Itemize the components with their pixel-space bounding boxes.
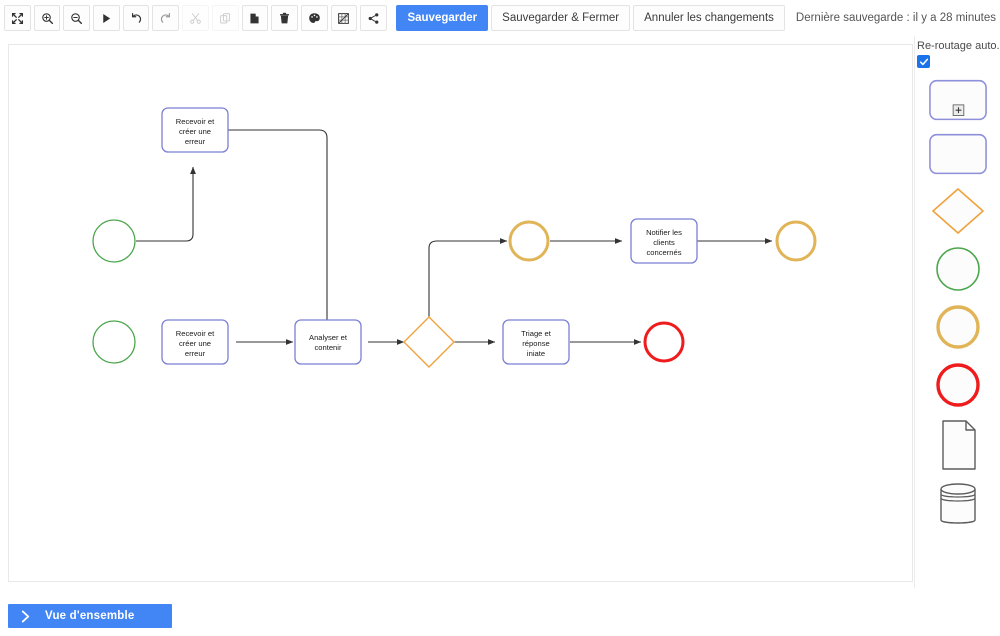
task-label-line: Notifier les [646, 228, 682, 237]
save-button[interactable]: Sauvegarder [396, 5, 489, 31]
intermediate-event-end[interactable] [775, 220, 817, 262]
task-label-line: Analyser et [309, 333, 348, 342]
task-label-line: concernés [646, 248, 681, 257]
zoom-in-icon[interactable] [33, 5, 61, 31]
task-label-line: Recevoir et [176, 329, 215, 338]
task-analyser-contenir[interactable]: Analyser et contenir [294, 319, 362, 365]
paste-icon[interactable] [241, 5, 269, 31]
last-save-status: Dernière sauvegarde : il y a 28 minutes [795, 12, 996, 24]
palette-end-event[interactable] [928, 360, 988, 410]
edge-start-top-to-task-top[interactable] [136, 166, 196, 242]
edge-layer [136, 129, 773, 352]
task-recevoir-creer[interactable]: Recevoir et créer une erreur [161, 319, 229, 365]
chevron-right-icon [21, 610, 30, 622]
palette-intermediate-event[interactable] [928, 302, 988, 352]
task-triage-reponse[interactable]: Triage et réponse iniate [502, 319, 570, 365]
copy-icon [211, 5, 239, 31]
task-label-line: réponse [522, 339, 549, 348]
task-label-line: erreur [185, 349, 206, 358]
task-label-line: créer une [179, 127, 211, 136]
zoom-out-icon[interactable] [63, 5, 91, 31]
intermediate-event-top[interactable] [508, 220, 550, 262]
task-notifier-clients[interactable]: Notifier les clients concernés [630, 218, 698, 264]
auto-route-checkbox[interactable] [917, 55, 930, 68]
palette-item-list [915, 78, 1000, 530]
plus-icon[interactable] [952, 104, 964, 116]
palette-document[interactable] [928, 418, 988, 472]
task-label-line: erreur [185, 137, 206, 146]
edge-gateway-to-intermediate[interactable] [428, 238, 508, 342]
redo-icon[interactable] [152, 5, 180, 31]
grid-icon[interactable] [330, 5, 358, 31]
end-event[interactable] [643, 321, 685, 363]
palette-task[interactable] [928, 132, 988, 178]
cut-icon [182, 5, 209, 31]
save-and-close-button[interactable]: Sauvegarder & Fermer [491, 5, 631, 31]
toolbar: Sauvegarder Sauvegarder & Fermer Annuler… [0, 0, 1000, 36]
task-label-line: clients [653, 238, 675, 247]
palette-task-selected[interactable] [928, 78, 988, 124]
gateway-decision[interactable] [403, 316, 455, 368]
overview-label: Vue d'ensemble [45, 610, 135, 622]
start-event-top[interactable] [92, 219, 136, 263]
fullscreen-icon[interactable] [4, 5, 31, 31]
diagram-canvas[interactable]: Recevoir et créer une erreur Recevoir et… [8, 44, 913, 582]
node-layer: Recevoir et créer une erreur Recevoir et… [92, 107, 817, 368]
task-label-line: créer une [179, 339, 211, 348]
palette-start-event[interactable] [928, 244, 988, 294]
palette-datastore[interactable] [928, 480, 988, 530]
share-icon[interactable] [360, 5, 387, 31]
play-icon[interactable] [93, 5, 120, 31]
diagram-svg: Recevoir et créer une erreur Recevoir et… [92, 107, 817, 368]
edge-task-top-to-analyser[interactable] [162, 129, 330, 352]
delete-icon[interactable] [271, 5, 298, 31]
task-label-line: iniate [527, 349, 545, 358]
shape-palette: Re-routage auto. [914, 36, 1000, 588]
undo-icon[interactable] [122, 5, 150, 31]
palette-gateway[interactable] [928, 186, 988, 236]
overview-bar[interactable]: Vue d'ensemble [8, 604, 172, 628]
task-label-line: Recevoir et [176, 117, 215, 126]
palette-icon[interactable] [300, 5, 328, 31]
auto-route-label: Re-routage auto. [917, 40, 1000, 52]
task-label-line: Triage et [521, 329, 552, 338]
start-event-bottom[interactable] [92, 320, 136, 364]
task-recevoir-creer-top[interactable]: Recevoir et créer une erreur [161, 107, 229, 153]
cancel-changes-button[interactable]: Annuler les changements [633, 5, 785, 31]
task-label-line: contenir [314, 343, 341, 352]
